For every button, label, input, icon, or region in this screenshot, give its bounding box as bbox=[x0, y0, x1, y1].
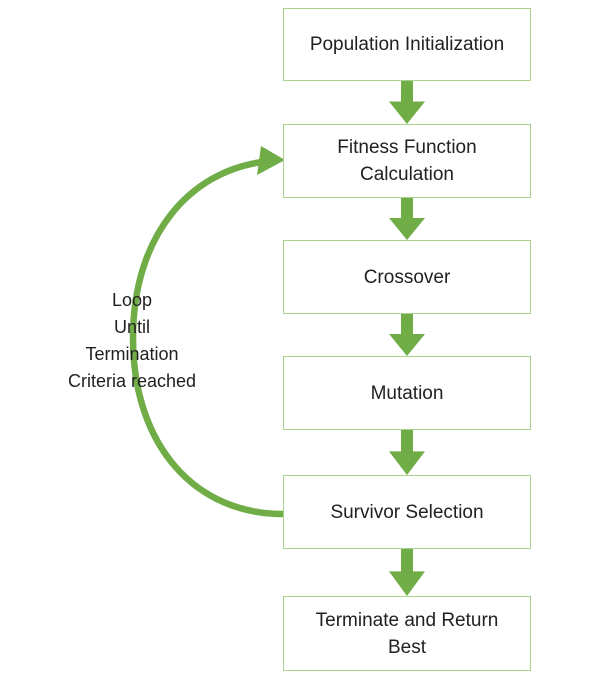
down-arrow-3 bbox=[389, 314, 425, 356]
down-arrow-icon bbox=[389, 198, 425, 240]
loop-annotation-line: Criteria reached bbox=[67, 371, 197, 391]
flow-box-population-initialization: Population Initialization bbox=[283, 8, 531, 81]
down-arrow-2 bbox=[389, 198, 425, 240]
loop-annotation-line: Loop bbox=[111, 290, 153, 310]
flow-box-label: Fitness Function Calculation bbox=[337, 137, 477, 185]
loop-annotation: Loop Until Termination Criteria reached bbox=[52, 287, 212, 395]
flow-box-label: Terminate and Return Best bbox=[315, 609, 499, 658]
flow-box-label: Population Initialization bbox=[309, 34, 505, 55]
down-arrow-icon bbox=[389, 430, 425, 475]
down-arrow-4 bbox=[389, 430, 425, 475]
down-arrow-icon bbox=[389, 314, 425, 356]
loop-annotation-line: Termination bbox=[85, 344, 179, 364]
flow-box-fitness-function-calculation: Fitness Function Calculation bbox=[283, 124, 531, 198]
down-arrow-icon bbox=[389, 81, 425, 124]
loop-annotation-line: Until bbox=[113, 317, 150, 337]
flow-box-label: Survivor Selection bbox=[330, 501, 484, 523]
flow-box-label: Mutation bbox=[370, 382, 444, 404]
flow-box-mutation: Mutation bbox=[283, 356, 531, 430]
flow-box-label: Crossover bbox=[363, 266, 451, 288]
down-arrow-5 bbox=[389, 549, 425, 596]
loop-back-arrow-curve bbox=[129, 158, 288, 518]
loop-back-arrowhead-icon bbox=[257, 146, 285, 175]
flow-box-terminate-and-return-best: Terminate and Return Best bbox=[283, 596, 531, 671]
flow-box-crossover: Crossover bbox=[283, 240, 531, 314]
down-arrow-1 bbox=[389, 81, 425, 124]
down-arrow-icon bbox=[389, 549, 425, 596]
flow-box-survivor-selection: Survivor Selection bbox=[283, 475, 531, 549]
